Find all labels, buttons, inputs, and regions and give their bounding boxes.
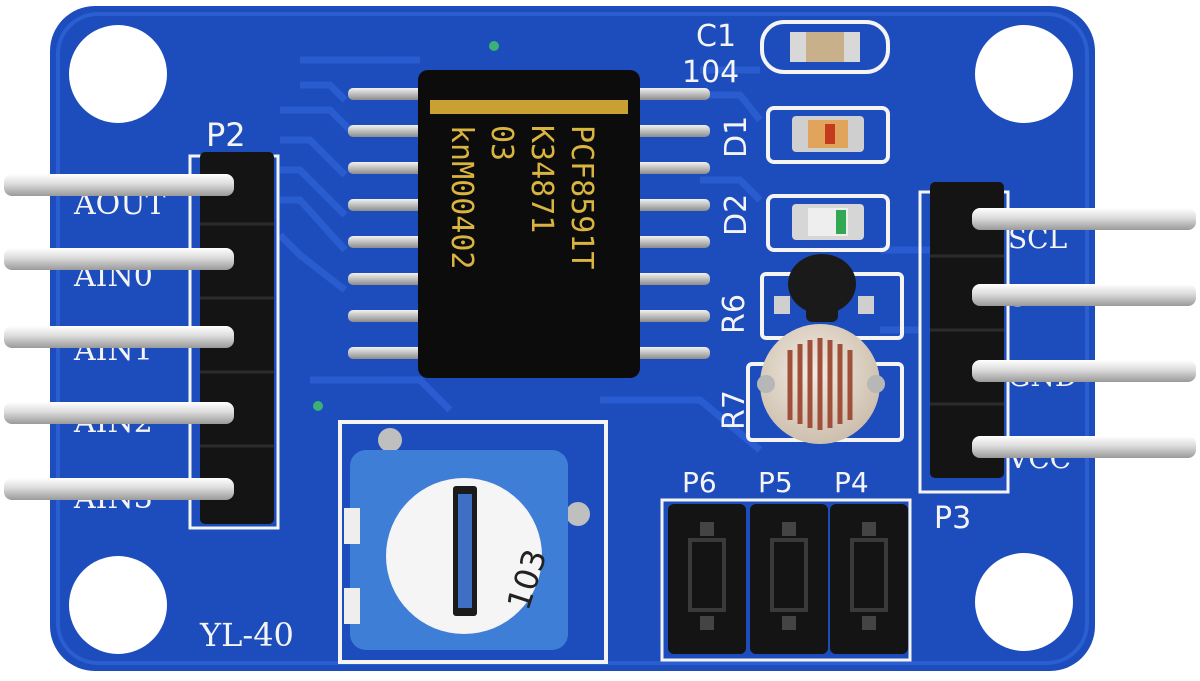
jumper-icon[interactable]	[750, 504, 828, 654]
mounting-hole-icon	[69, 556, 167, 654]
header-pin	[972, 360, 1196, 382]
header-pin	[4, 326, 234, 348]
jumper-outline	[660, 498, 912, 662]
photoresistor-serpentine	[787, 338, 853, 430]
mounting-hole-icon	[975, 553, 1073, 651]
header-pin	[972, 208, 1196, 230]
ic-chip-icon	[418, 70, 640, 378]
header-pin	[4, 174, 234, 196]
d1-label: D1	[719, 116, 754, 158]
thermistor-icon	[788, 254, 856, 314]
header-pin	[972, 436, 1196, 458]
p3-pins	[972, 208, 1196, 458]
via	[313, 401, 323, 411]
header-pin	[4, 478, 234, 500]
jumper-p4[interactable]	[830, 504, 908, 654]
jumper-p6[interactable]	[668, 504, 746, 654]
d2-label: D2	[719, 194, 754, 236]
chip-marking-line-4: knM00402	[444, 125, 479, 270]
jumper-icon[interactable]	[830, 504, 908, 654]
mounting-hole-icon	[69, 25, 167, 123]
c1-value: 104	[682, 55, 739, 90]
d1-outline	[766, 106, 890, 164]
jumper-label-p4: P4	[834, 466, 869, 499]
p2-pins	[4, 174, 234, 500]
header-pin	[4, 402, 234, 424]
ic-chip-left-legs	[348, 88, 426, 359]
jumper-p5[interactable]	[750, 504, 828, 654]
header-pin	[972, 284, 1196, 306]
p2-label: P2	[206, 116, 246, 154]
jumper-icon[interactable]	[668, 504, 746, 654]
mounting-hole-icon	[975, 25, 1073, 123]
d2-outline	[766, 194, 890, 252]
chip-marking-line-1: PCF8591T	[564, 125, 599, 270]
pcb-traces	[277, 56, 930, 453]
jumper-label-p6: P6	[682, 466, 717, 499]
via	[489, 41, 499, 51]
header-pin	[4, 248, 234, 270]
jumper-label-p5: P5	[758, 466, 793, 499]
ic-chip-stripe	[430, 100, 628, 114]
board-model-label: YL-40	[199, 616, 294, 654]
p3-label: P3	[934, 501, 971, 536]
chip-marking-line-2: K34871	[524, 125, 559, 233]
c1-capacitor-icon	[790, 32, 860, 62]
pin-header-icon	[200, 152, 274, 524]
r6-label: R6	[717, 294, 752, 334]
c1-label: C1	[696, 19, 736, 54]
potentiometer-outline	[338, 420, 608, 664]
c1-outline	[760, 20, 890, 74]
ic-chip-right-legs	[632, 88, 710, 359]
chip-marking-line-3: 03	[484, 125, 519, 161]
